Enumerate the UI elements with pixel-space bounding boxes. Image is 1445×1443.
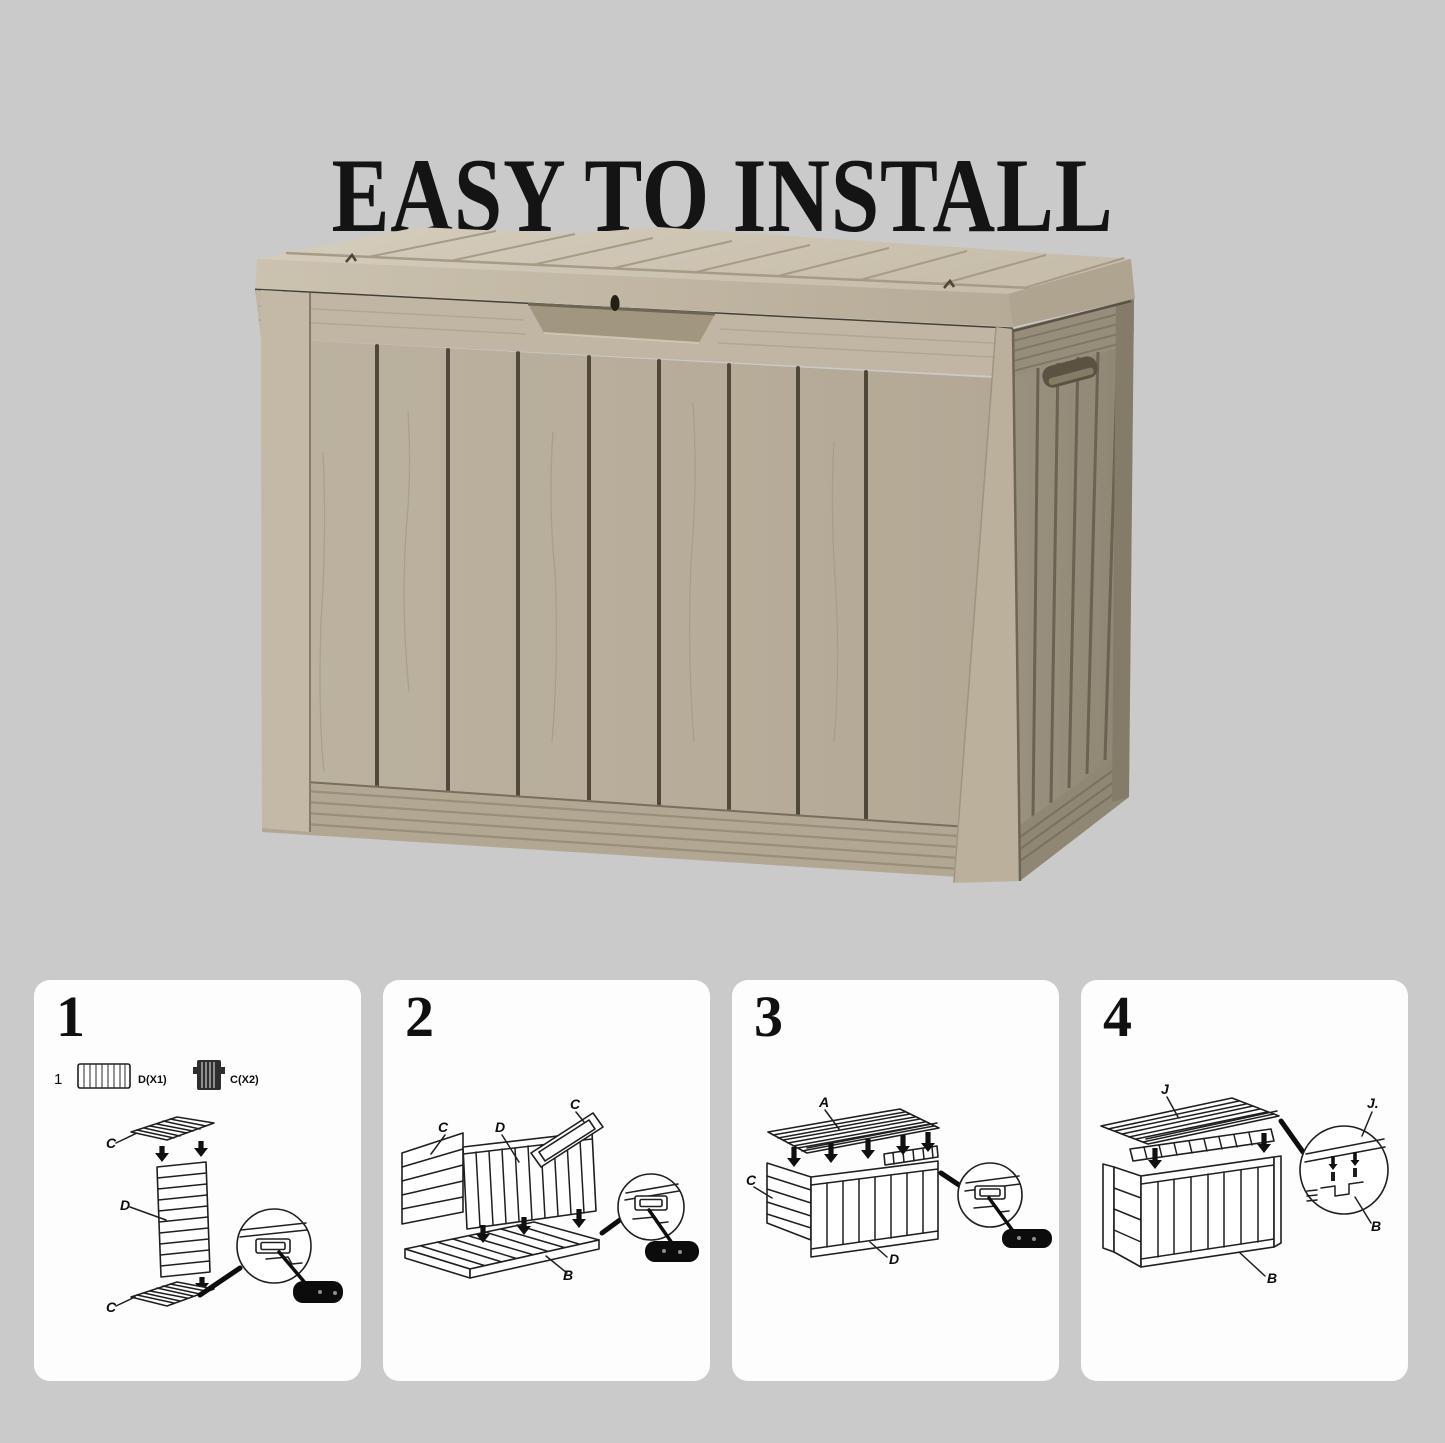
- legend-qty: 1: [54, 1071, 62, 1088]
- step-card-1: 1 1 D(X1): [34, 980, 361, 1381]
- legend-part2: C(X2): [230, 1074, 259, 1086]
- label-box-b: B: [1267, 1270, 1277, 1286]
- assembly-view: [766, 1108, 940, 1258]
- step-number: 2: [405, 984, 434, 1049]
- step-1-diagram: 1 D(X1): [34, 980, 361, 1381]
- detail-callout: [938, 1162, 1052, 1248]
- label-side-c: C: [746, 1172, 757, 1188]
- label-left-c: C: [438, 1119, 449, 1135]
- step-card-4: 4: [1081, 980, 1408, 1381]
- step-number: 3: [754, 984, 783, 1049]
- clip-part: [1002, 1229, 1052, 1248]
- label-front-d: D: [889, 1251, 899, 1267]
- legend-part1: D(X1): [138, 1074, 167, 1086]
- label-d: D: [120, 1197, 130, 1213]
- parts-legend: 1 D(X1): [54, 1060, 259, 1090]
- lid-top: [257, 227, 1131, 294]
- step-3-diagram: A C D: [732, 980, 1059, 1381]
- deck-box-illustration: [254, 227, 1135, 883]
- assembly-view: [401, 1112, 604, 1279]
- detail-callout: J. B: [1278, 1095, 1389, 1234]
- step-4-diagram: J B: [1081, 980, 1408, 1381]
- label-top-c: C: [106, 1135, 117, 1151]
- label-lid-a: A: [818, 1094, 829, 1110]
- detail-callout: [197, 1208, 343, 1303]
- box-front: [255, 290, 1020, 883]
- product-photo: [238, 222, 1213, 930]
- part-c-icon: [197, 1060, 221, 1090]
- label-bottom-c: C: [106, 1299, 117, 1315]
- step-card-2: 2: [383, 980, 710, 1381]
- label-back-d: D: [495, 1119, 505, 1135]
- label-lid-j: J: [1161, 1081, 1170, 1097]
- box-side: [1011, 299, 1134, 882]
- front-handle-notch: [528, 304, 715, 343]
- install-steps: 1 1 D(X1): [0, 980, 1445, 1381]
- clip-part: [645, 1241, 699, 1262]
- lid-right-band: [1008, 259, 1135, 327]
- part-d-icon: [77, 1063, 131, 1089]
- label-detail-b: B: [1371, 1218, 1381, 1234]
- front-right-post: [953, 327, 1020, 883]
- step-number: 1: [56, 984, 85, 1049]
- label-base-b: B: [563, 1267, 573, 1283]
- step-number: 4: [1103, 984, 1132, 1049]
- exploded-view: [130, 1116, 215, 1307]
- front-left-stile: [261, 290, 310, 832]
- assembly-view: [1100, 1097, 1282, 1268]
- label-detail-j: J.: [1367, 1095, 1379, 1111]
- label-right-c: C: [570, 1096, 581, 1112]
- front-bottom-rail: [262, 778, 1020, 881]
- step-2-diagram: C D C B: [383, 980, 710, 1381]
- detail-callout: [599, 1173, 699, 1262]
- step-card-3: 3: [732, 980, 1059, 1381]
